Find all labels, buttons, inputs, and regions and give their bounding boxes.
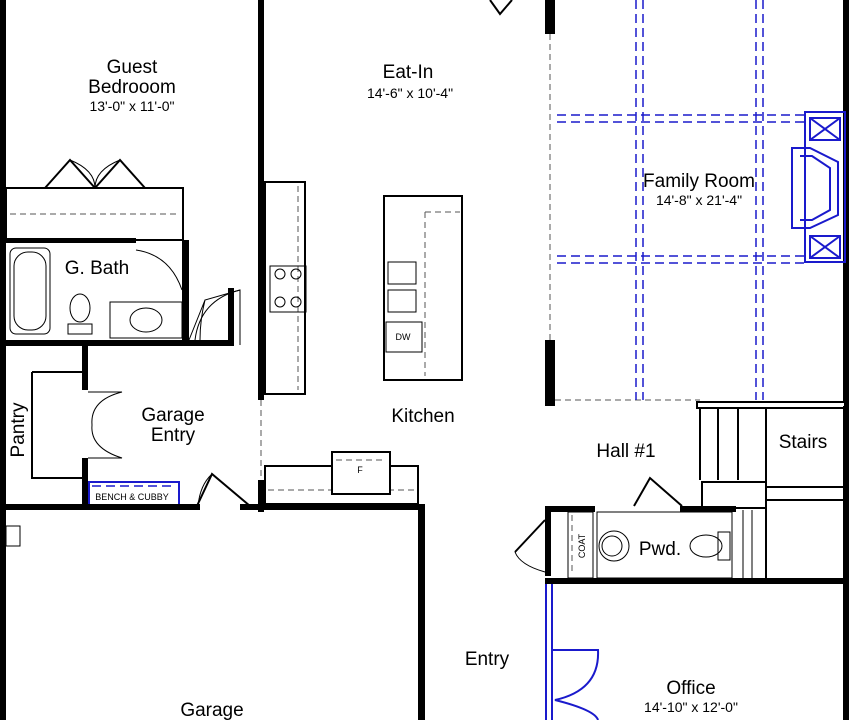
garage-entry-label-2: Entry [151,425,196,446]
guest-bedroom-label-2: Bedrooom [88,77,176,98]
fireplace [791,111,846,263]
kitchen-counters [264,181,463,505]
stairs [696,401,849,720]
eat-in-label: Eat-In [383,62,434,83]
eat-in-dims: 14'-6" x 10'-4" [367,85,453,101]
entry-label: Entry [465,649,510,670]
guest-bedroom-walls [0,0,264,512]
office-dims: 14'-10" x 12'-0" [644,699,738,715]
powder-label: Pwd. [639,539,681,560]
family-room-label: Family Room [643,171,755,192]
guest-bedroom-dims: 13'-0" x 11'-0" [89,98,174,114]
pantry-label: Pantry [8,402,29,457]
garage-entry-label: Garage [141,405,204,426]
room-labels: Guest Bedrooom 13'-0" x 11'-0" Eat-In 14… [8,57,827,720]
entry-door [545,584,600,720]
stairs-label: Stairs [779,432,828,453]
garage-entry-walls [0,346,425,510]
g-bath-label: G. Bath [65,258,129,279]
family-room-dims: 14'-8" x 21'-4" [656,192,742,208]
hall-label: Hall #1 [596,441,655,462]
powder-room [514,476,849,584]
dishwasher-label: DW [396,332,411,342]
fridge-label: F [357,465,363,475]
office-label: Office [666,678,715,699]
guest-bath-fixtures [0,247,241,346]
coat-label: COAT [577,533,587,558]
bench-cubby-label: BENCH & CUBBY [95,492,169,502]
kitchen-label: Kitchen [391,406,454,427]
guest-bedroom-label: Guest [107,57,158,78]
garage-walls [0,510,425,720]
garage-label: Garage [180,700,243,720]
